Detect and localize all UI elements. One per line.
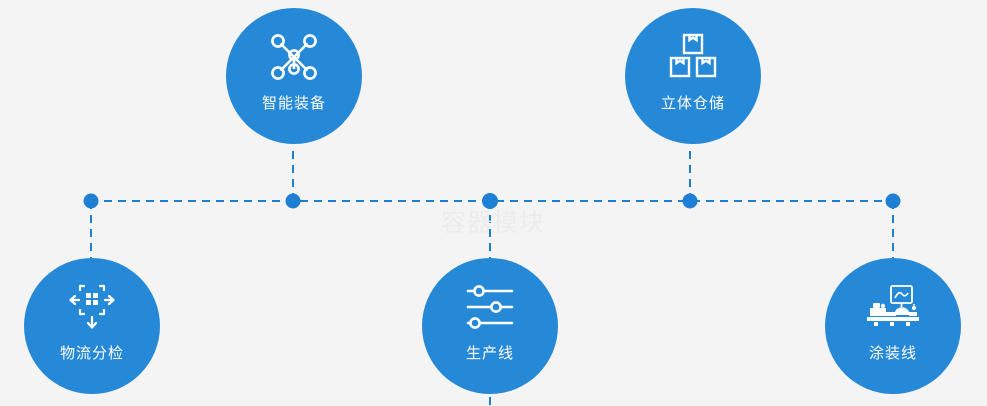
- junction-dot-logistics-sorting: [83, 193, 99, 209]
- stacked-boxes-icon: [667, 30, 719, 84]
- node-smart-equipment[interactable]: 智能装备: [226, 8, 362, 144]
- junction-dot-smart-equipment: [285, 193, 301, 209]
- junction-dot-painting-line: [885, 193, 901, 209]
- node-label-painting-line: 涂装线: [868, 344, 917, 362]
- industrial-machine-icon: [864, 280, 922, 334]
- sliders-icon: [463, 280, 517, 334]
- node-label-logistics-sorting: 物流分检: [59, 344, 124, 362]
- node-label-smart-equipment: 智能装备: [261, 94, 326, 112]
- node-label-production-line: 生产线: [465, 344, 514, 362]
- node-painting-line[interactable]: 涂装线: [825, 258, 961, 394]
- junction-dot-production-line: [482, 193, 498, 209]
- node-logistics-sorting[interactable]: 物流分检: [24, 258, 160, 394]
- node-production-line[interactable]: 生产线: [422, 258, 558, 394]
- node-network-icon: [268, 30, 320, 84]
- junction-dot-stereo-warehouse: [682, 193, 698, 209]
- node-label-stereo-warehouse: 立体仓储: [660, 94, 725, 112]
- node-stereo-warehouse[interactable]: 立体仓储: [625, 8, 761, 144]
- sorting-scan-arrows-icon: [65, 280, 119, 334]
